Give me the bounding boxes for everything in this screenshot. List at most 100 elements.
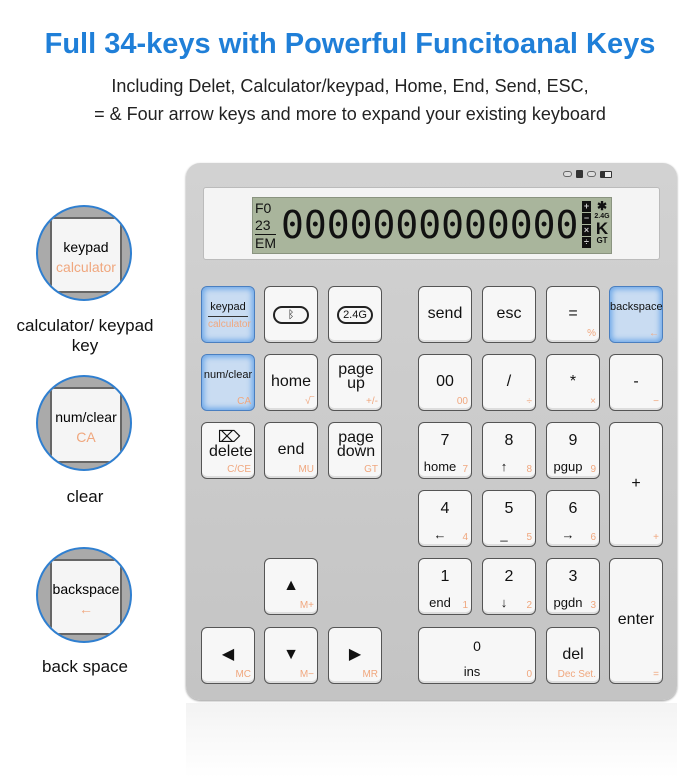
lcd-divide-icon: ÷ (582, 237, 591, 248)
key-label: end (277, 440, 305, 458)
key-calc-label: Dec Set. (557, 669, 596, 680)
key-5[interactable]: 5_5 (482, 490, 536, 547)
key-label: page up (338, 361, 374, 392)
key-calc-label: MU (298, 464, 314, 475)
lcd-f0: F0 (255, 200, 272, 216)
callout-caption: clear (66, 487, 104, 506)
key-calc-label: 6 (590, 532, 596, 543)
lcd-plus-icon: + (582, 201, 591, 212)
key-calc-label: M− (299, 669, 314, 680)
key-calc-label: 1 (462, 600, 468, 611)
key-label: keypad (210, 301, 246, 313)
lock-icon (576, 170, 583, 178)
key-pageup[interactable]: page up +/- (328, 354, 382, 411)
key-label: backspace (610, 301, 663, 313)
key-sublabel: ↑ (500, 459, 508, 474)
key-calc-label: C/CE (227, 464, 251, 475)
key-2[interactable]: 2↓2 (482, 558, 536, 615)
key-home[interactable]: home√‾ (264, 354, 318, 411)
key-8[interactable]: 8 ↑ 8 (482, 422, 536, 479)
key-label: ᛒ (273, 305, 309, 324)
key-calc-label: 8 (526, 464, 532, 475)
led-icon (587, 171, 596, 177)
key-calc-label: 9 (590, 464, 596, 475)
led-icon (563, 171, 572, 177)
key-label: 1 (440, 568, 450, 585)
key-bluetooth[interactable]: ᛒ (264, 286, 318, 343)
key-label: 9 (568, 432, 578, 449)
key-label: 8 (504, 432, 514, 449)
lcd-digits: 0000000000000 (281, 203, 579, 247)
key-label: = (568, 304, 578, 322)
key-esc[interactable]: esc (482, 286, 536, 343)
key-calc-label: 0 (526, 669, 532, 680)
callout-zoom: keypad calculator (36, 205, 132, 301)
key-calc-label: × (590, 396, 596, 407)
key-calc-label: M+ (299, 600, 314, 611)
key-label: 7 (440, 432, 450, 449)
key-calc-label: CA (237, 396, 251, 407)
key-minus[interactable]: -− (609, 354, 663, 411)
key-4[interactable]: 4←4 (418, 490, 472, 547)
key-down[interactable]: ▼M− (264, 627, 318, 684)
key-enter[interactable]: enter= (609, 558, 663, 684)
key-label: ▼ (283, 645, 299, 663)
key-backspace[interactable]: backspace← (609, 286, 663, 343)
key-calc-label: √‾ (305, 396, 314, 407)
page-title: Full 34-keys with Powerful Funcitoanal K… (44, 28, 656, 60)
key-sublabel: ← (433, 527, 447, 542)
key-calc-label: = (653, 669, 659, 680)
key-calc-label: +/- (366, 396, 378, 407)
bluetooth-icon: ✱ (596, 199, 608, 213)
key-up[interactable]: ▲M+ (264, 558, 318, 615)
key-slash[interactable]: /÷ (482, 354, 536, 411)
subtitle-line-2: = & Four arrow keys and more to expand y… (94, 104, 606, 124)
key-calc-label: 00 (456, 396, 468, 407)
key-calc-label: ÷ (526, 396, 533, 407)
key-label: 2 (504, 568, 514, 585)
key-right[interactable]: ▶MR (328, 627, 382, 684)
key-calc-label: calculator (208, 316, 251, 330)
key-star[interactable]: *× (546, 354, 600, 411)
key-calc-label: GT (364, 464, 378, 475)
key-label: send (427, 304, 463, 322)
lcd-times-icon: × (582, 225, 591, 236)
key-2g4[interactable]: 2.4G (328, 286, 382, 343)
key-equals[interactable]: =% (546, 286, 600, 343)
key-plus[interactable]: ++ (609, 422, 663, 547)
key-calc-label: 3 (590, 600, 596, 611)
lcd-k: K (595, 219, 609, 238)
status-leds (563, 170, 612, 178)
callout-calc-label: calculator (56, 259, 116, 275)
key-sublabel: → (561, 527, 575, 542)
lcd-minus-icon: − (582, 213, 591, 224)
callout-calc-label: ← (79, 601, 93, 617)
lcd-display: F0 23 EM 0000000000000 + − × ÷ ✱ 2.4G K … (252, 197, 612, 254)
key-keypad[interactable]: keypad calculator (201, 286, 255, 343)
key-label: ▶ (348, 645, 362, 663)
subtitle-line-1: Including Delet, Calculator/keypad, Home… (111, 76, 589, 96)
key-calc-label: 2 (526, 600, 532, 611)
key-left[interactable]: ◀MC (201, 627, 255, 684)
lcd-gt: GT (596, 236, 608, 245)
lcd-band: 2.4G (594, 213, 610, 220)
key-sublabel: ins (463, 664, 481, 679)
key-calc-label: 7 (462, 464, 468, 475)
key-label: ⌦ delete (209, 429, 253, 460)
key-label: 6 (568, 500, 578, 517)
key-6[interactable]: 6 → 6 (546, 490, 600, 547)
key-send[interactable]: send (418, 286, 472, 343)
callout-key-label: keypad (63, 239, 109, 255)
